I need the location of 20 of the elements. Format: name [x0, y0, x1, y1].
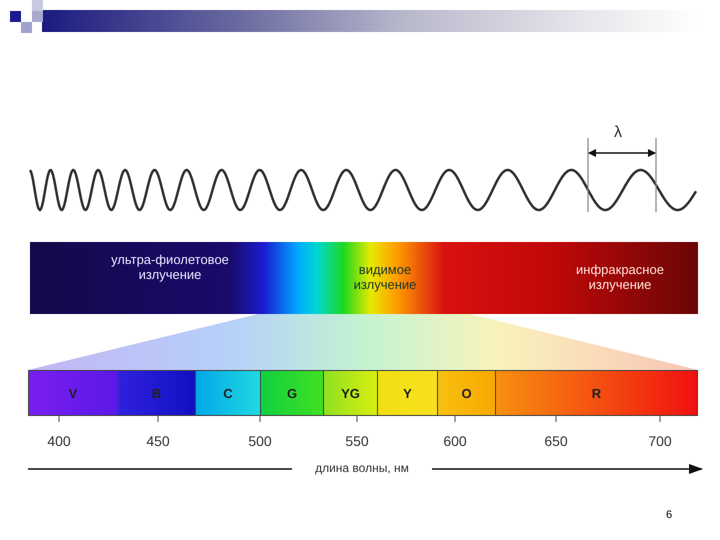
tick-label: 600	[442, 433, 468, 449]
tick-label: 700	[647, 433, 673, 449]
color-segment: Y	[377, 370, 437, 416]
region-label: ультра-фиолетовое излучение	[105, 252, 235, 282]
color-segment: V	[28, 370, 117, 416]
page-number: 6	[666, 509, 672, 521]
tick-label: 400	[46, 433, 72, 449]
color-segment: O	[437, 370, 495, 416]
tick-label: 500	[247, 433, 273, 449]
wavelength-symbol: λ	[614, 124, 622, 142]
tick-label: 550	[344, 433, 370, 449]
tick-label: 650	[543, 433, 569, 449]
region-label: инфракрасное излучение	[555, 262, 685, 292]
color-segment: C	[195, 370, 260, 416]
tick-label: 450	[145, 433, 171, 449]
color-segment: R	[495, 370, 698, 416]
projection-fan	[28, 314, 698, 370]
color-segment: YG	[323, 370, 377, 416]
color-segment: G	[260, 370, 323, 416]
color-segment: B	[117, 370, 195, 416]
